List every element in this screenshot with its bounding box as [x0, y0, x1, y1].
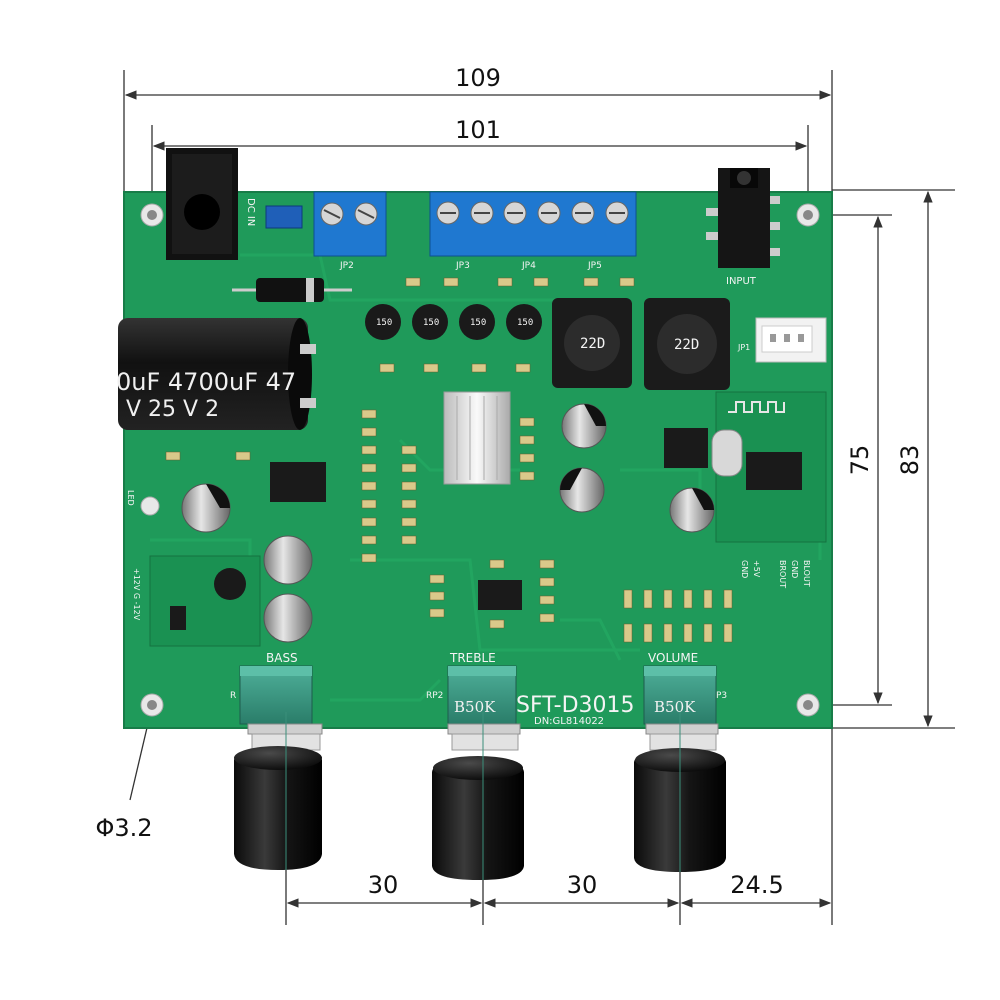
- dim-pot-spacing-2: 30: [567, 871, 598, 899]
- regulator-u4: [270, 462, 326, 502]
- jp3-label: JP3: [455, 261, 470, 271]
- knob-treble[interactable]: TREBLE RP2 B50K: [426, 651, 524, 880]
- bt-label-gnd: GND: [740, 560, 749, 578]
- power-submodule: [149, 555, 261, 647]
- jp2-label: JP2: [339, 261, 354, 271]
- knob-treble-label: TREBLE: [449, 651, 496, 665]
- terminal-jp3-jp5: [429, 191, 637, 257]
- svg-text:150: 150: [376, 318, 392, 328]
- jp4-label: JP4: [521, 261, 536, 271]
- heatsink: [443, 391, 511, 485]
- dim-overall-height: 83: [896, 445, 924, 476]
- mounting-holes: [140, 203, 820, 717]
- led: [140, 496, 160, 516]
- big-cap-text: 0uF 4700uF 47: [116, 368, 296, 396]
- inductor-l1: 150: [412, 304, 448, 340]
- dc-in-label: DC IN: [245, 198, 256, 226]
- knob-volume-value: B50K: [654, 698, 696, 716]
- terminal-jp2: [313, 191, 387, 257]
- jumper: [265, 205, 303, 229]
- svg-text:22D: 22D: [674, 337, 699, 353]
- audio-input-jack: [706, 168, 780, 268]
- dim-hole-spacing-height: 75: [846, 445, 874, 476]
- jp5-label: JP5: [587, 261, 602, 271]
- jp1-label: JP1: [737, 343, 750, 352]
- inductor-l2: 150: [365, 304, 401, 340]
- bt-label-5v: +5V: [752, 560, 761, 578]
- bt-label-blout: BLOUT: [802, 560, 811, 587]
- knob-volume-label: VOLUME: [648, 651, 698, 665]
- svg-text:150: 150: [423, 318, 439, 328]
- dc-jack: [166, 148, 238, 260]
- knob-treble-value: B50K: [454, 698, 496, 716]
- svg-text:150: 150: [517, 318, 533, 328]
- regulator-u6: [664, 428, 708, 468]
- knob-bass-ref: R: [230, 691, 236, 701]
- knob-treble-ref: RP2: [426, 691, 443, 701]
- power-inductor-right: 22D: [644, 298, 730, 390]
- electrolytic-capacitor-4700uf: [118, 318, 316, 430]
- knob-bass[interactable]: BASS R: [230, 651, 323, 870]
- op-amp-u2: [478, 580, 522, 610]
- mounting-hole-bottom-left: [140, 693, 164, 717]
- svg-text:150: 150: [470, 318, 486, 328]
- connector-jp1: [755, 317, 827, 363]
- dim-overall-width: 109: [455, 64, 501, 92]
- knob-volume-ref: P3: [716, 691, 727, 701]
- small-electrolytic-caps: [181, 403, 715, 643]
- cap-c44: [263, 593, 313, 643]
- dim-hole-spacing-width: 101: [455, 116, 501, 144]
- led-label: LED: [126, 490, 135, 506]
- mounting-hole-bottom-right: [796, 693, 820, 717]
- power-labels: +12V G -12V: [132, 568, 141, 621]
- dim-pot-to-edge: 24.5: [730, 871, 783, 899]
- mounting-hole-top-left: [140, 203, 164, 227]
- small-inductors: 150 150 150 150: [365, 304, 542, 340]
- knob-volume[interactable]: VOLUME P3 B50K: [634, 651, 727, 872]
- inductor-l4: 150: [459, 304, 495, 340]
- mounting-hole-top-right: [796, 203, 820, 227]
- big-cap-volt: V 25 V 2: [126, 397, 219, 422]
- bt-label-brout: BROUT: [778, 560, 787, 588]
- bt-label-gnd2: GND: [790, 560, 799, 578]
- cap-c43: [263, 535, 313, 585]
- crystal: [711, 429, 743, 477]
- power-inductor-left: 22D: [552, 298, 632, 388]
- input-label: INPUT: [726, 276, 757, 287]
- svg-text:22D: 22D: [580, 336, 605, 352]
- diode-d1: [232, 278, 352, 302]
- dim-hole-diameter: Φ3.2: [95, 814, 152, 842]
- board-model: SFT-D3015: [516, 693, 635, 718]
- dim-pot-spacing-1: 30: [368, 871, 399, 899]
- knob-bass-label: BASS: [266, 651, 298, 665]
- inductor-l3: 150: [506, 304, 542, 340]
- board-dn: DN:GL814022: [534, 716, 604, 727]
- smd-components: [165, 277, 733, 643]
